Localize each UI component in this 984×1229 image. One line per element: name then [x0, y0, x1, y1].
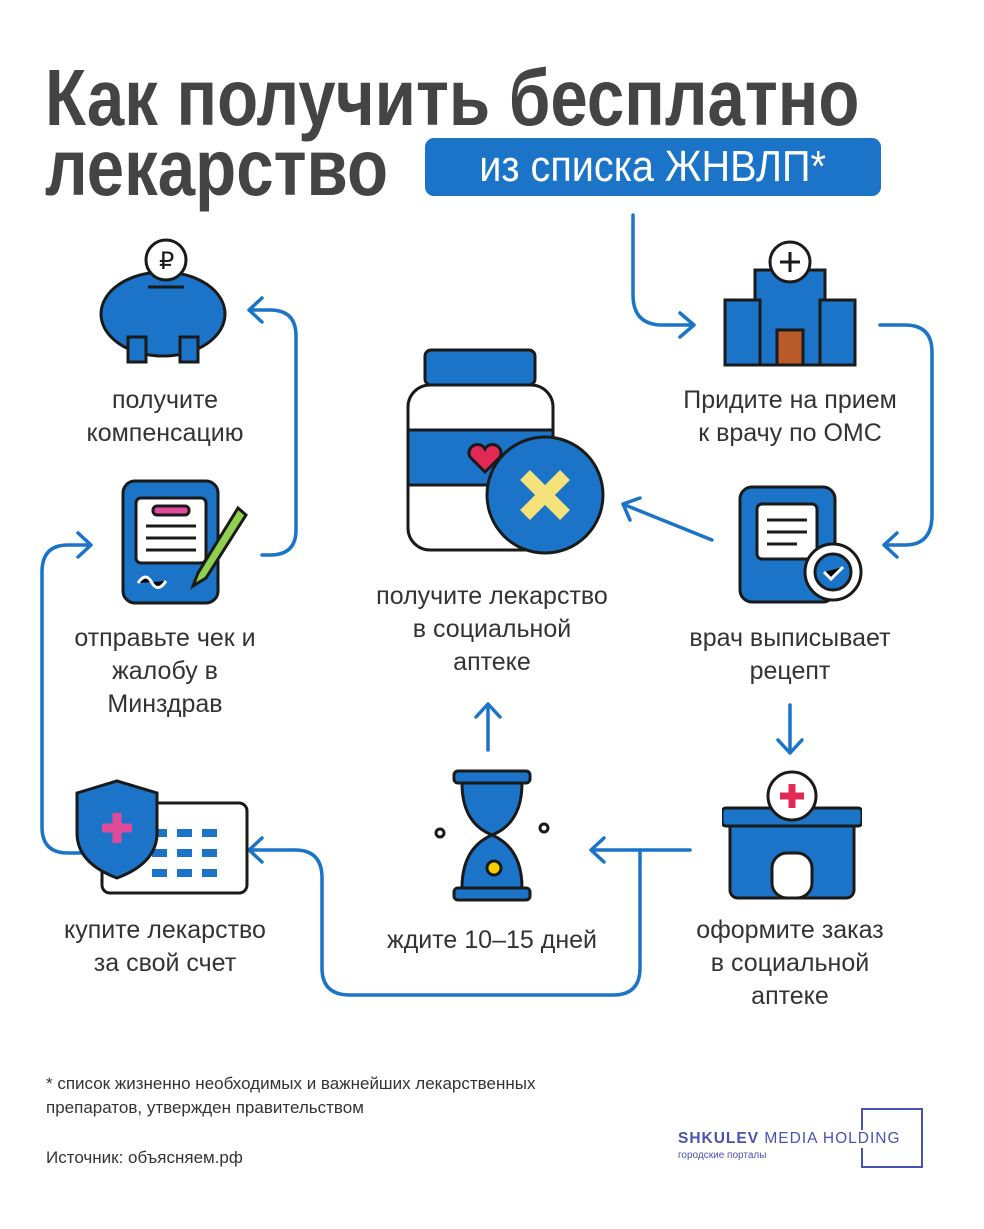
step-text: рецепт — [749, 657, 831, 685]
step-order: оформите заказ в социальной аптеке — [640, 914, 940, 1013]
arrow-buy-to-complain — [40, 531, 94, 855]
title-line-1: Как получить бесплатно — [45, 53, 860, 142]
step-text: в социальной — [710, 949, 870, 977]
arrow-prescription-to-order — [776, 703, 804, 755]
publisher-logo: SHKULEV MEDIA HOLDING городские порталы — [678, 1108, 923, 1168]
footnote: * список жизненно необходимых и важнейши… — [46, 1072, 535, 1120]
step-text: отправьте чек и — [74, 624, 256, 652]
step-text: получите лекарство — [376, 582, 608, 610]
logo-rest: MEDIA HOLDING — [764, 1130, 901, 1147]
step-text: за свой счет — [93, 949, 237, 977]
title-badge: из списка ЖНВЛП* — [425, 138, 881, 196]
step-text: аптеке — [453, 648, 531, 676]
step-compensation: получите компенсацию — [15, 384, 315, 450]
step-text: аптеке — [751, 982, 829, 1010]
step-wait: ждите 10–15 дней — [342, 924, 642, 957]
step-text: оформите заказ — [696, 916, 884, 944]
footnote-line: * список жизненно необходимых и важнейши… — [46, 1074, 536, 1093]
arrow-order-to-buy — [247, 836, 642, 997]
step-text: ждите 10–15 дней — [386, 926, 598, 954]
pharmacy-icon — [722, 770, 862, 900]
logo-title: SHKULEV MEDIA HOLDING — [678, 1130, 903, 1148]
step-text: врач выписывает — [689, 624, 891, 652]
hourglass-icon — [434, 769, 550, 902]
step-visit: Придите на прием к врачу по ОМС — [630, 384, 950, 450]
step-complain: отправьте чек и жалобу в Минздрав — [15, 622, 315, 721]
step-text: получите — [111, 386, 219, 414]
step-text: к врачу по ОМС — [698, 419, 882, 447]
piggy-bank-icon: ₽ — [99, 238, 227, 364]
medicine-bottle-icon — [406, 348, 605, 555]
arrow-title-to-visit — [631, 213, 696, 339]
insurance-calculator-icon — [75, 779, 249, 895]
step-prescription: врач выписывает рецепт — [640, 622, 940, 688]
arrow-visit-to-prescription — [878, 323, 934, 559]
logo-subtitle: городские порталы — [678, 1150, 767, 1161]
svg-text:₽: ₽ — [159, 248, 174, 275]
badge-text: из списка ЖНВЛП* — [479, 142, 827, 191]
source: Источник: объясняем.рф — [46, 1148, 243, 1167]
step-text: Придите на прием — [683, 386, 897, 414]
arrow-prescription-to-receive — [621, 496, 714, 542]
step-text: жалобу в — [112, 657, 218, 685]
footnote-line: препаратов, утвержден правительством — [46, 1098, 364, 1117]
arrow-complain-to-compensation — [247, 296, 298, 557]
step-receive: получите лекарство в социальной аптеке — [342, 580, 642, 679]
step-buy: купите лекарство за свой счет — [15, 914, 315, 980]
logo-bold: SHKULEV — [678, 1130, 760, 1147]
arrow-wait-to-receive — [474, 702, 502, 752]
step-text: компенсацию — [86, 419, 244, 447]
hospital-icon — [723, 240, 857, 367]
step-text: в социальной — [412, 615, 572, 643]
step-text: купите лекарство — [64, 916, 266, 944]
tablet-complaint-icon — [121, 479, 248, 605]
step-text: Минздрав — [107, 690, 223, 718]
title-line-2: лекарство — [45, 123, 388, 212]
prescription-document-icon — [738, 485, 863, 604]
